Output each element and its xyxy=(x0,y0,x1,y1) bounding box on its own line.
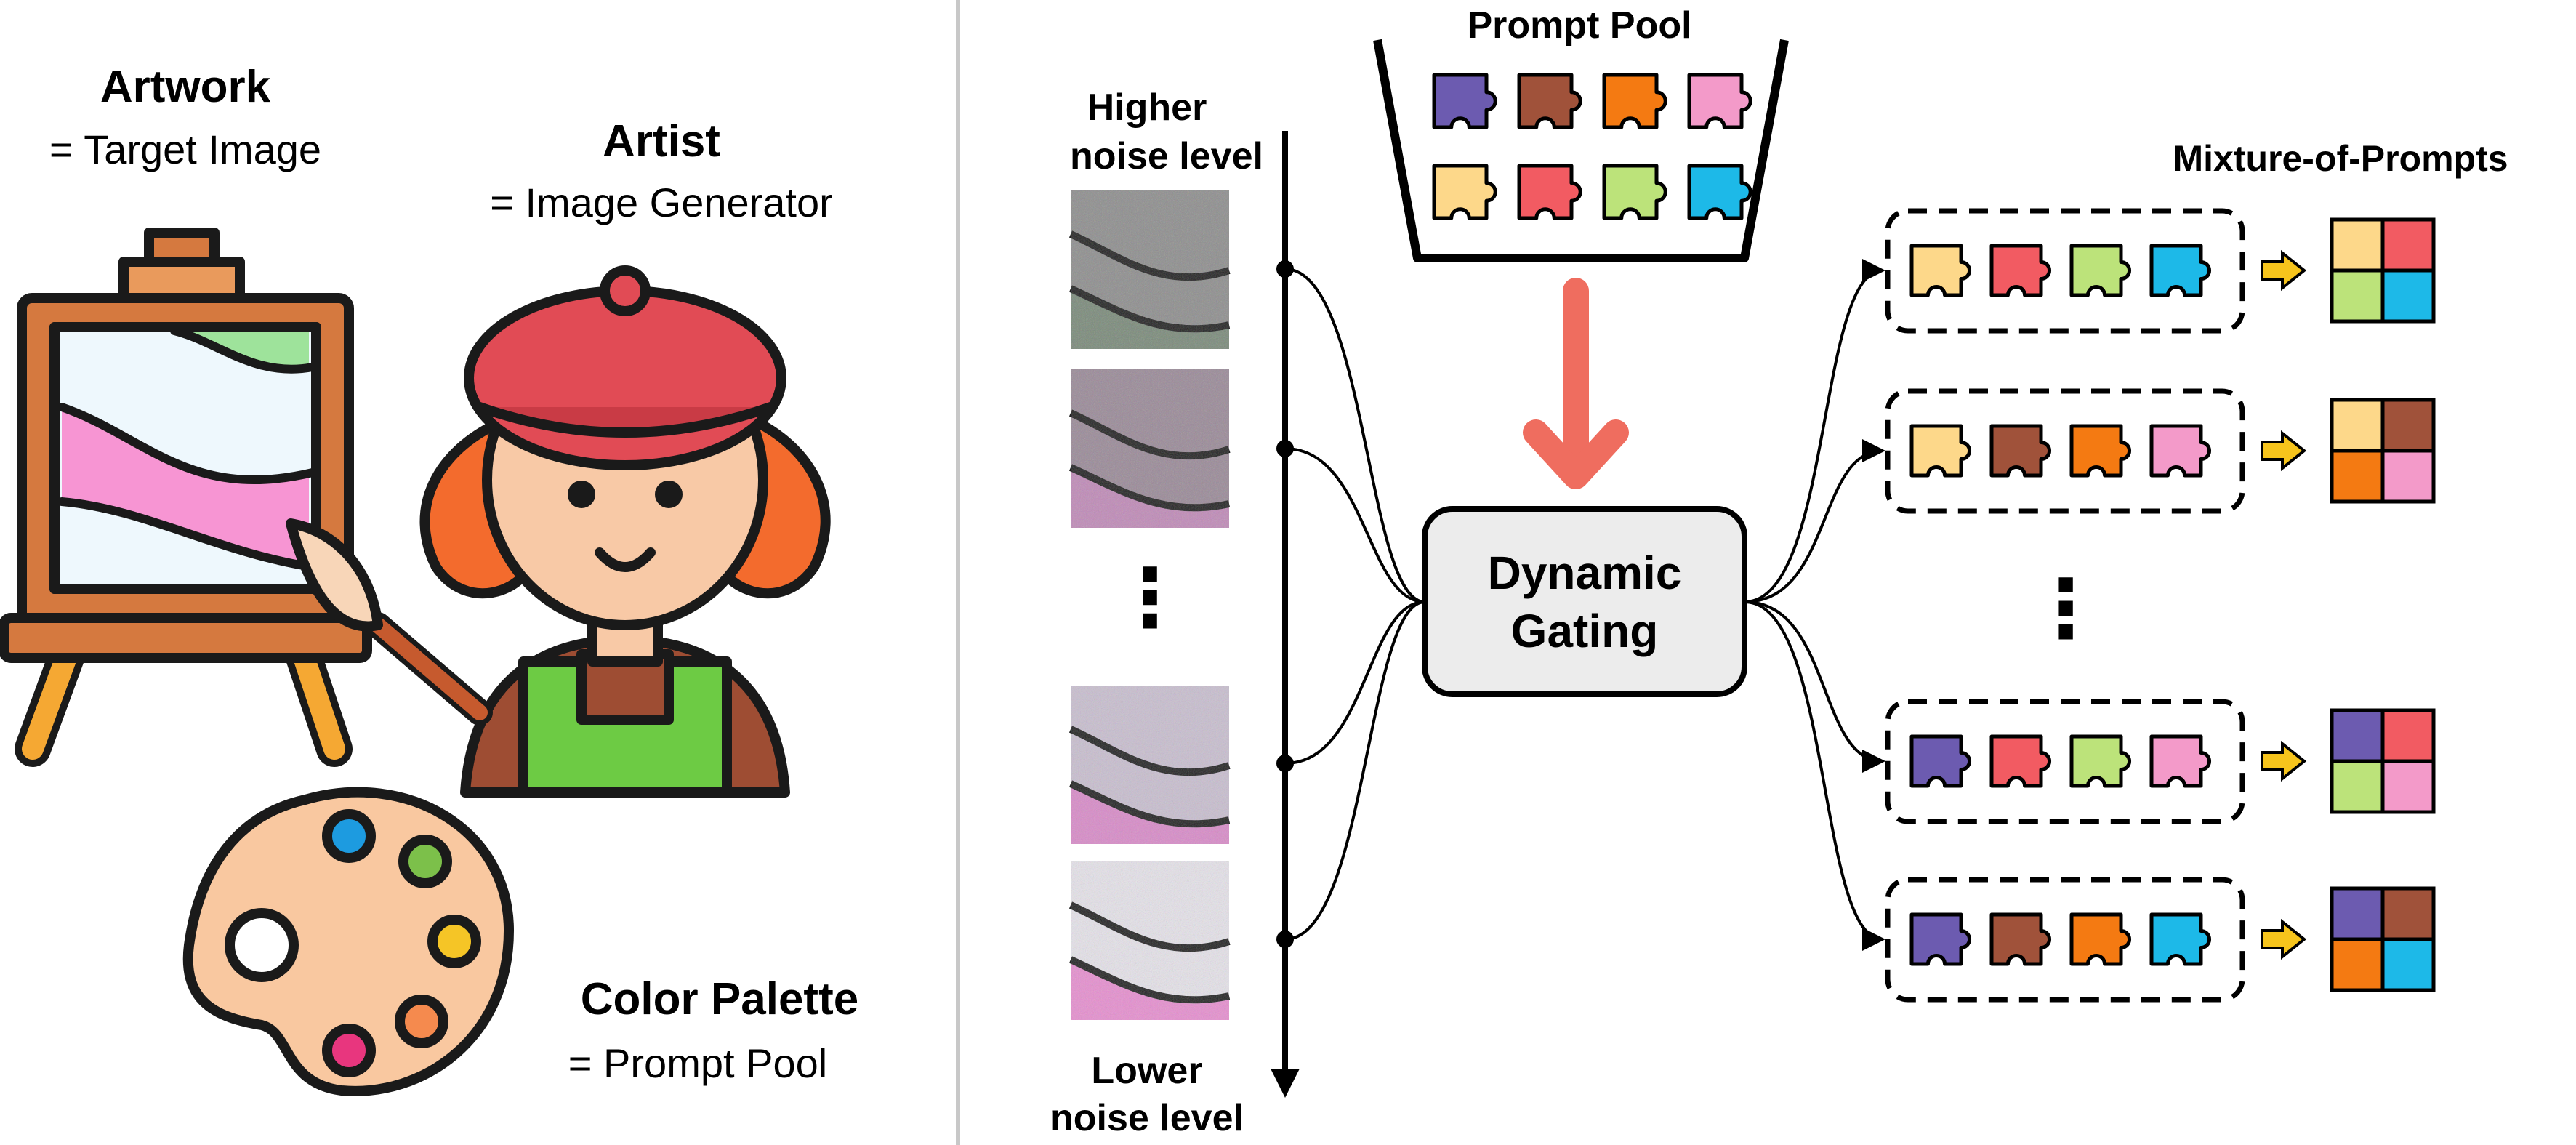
mixture-piece-cyan xyxy=(2149,912,2211,966)
mixture-piece-cyan xyxy=(2149,244,2211,297)
axis-connector xyxy=(1284,600,1425,941)
gating-connector xyxy=(1744,259,1885,603)
lower-noise-label-line1: Lower xyxy=(1091,1050,1202,1092)
pool-to-gating-arrow xyxy=(1523,278,1629,489)
left-panel: Artwork = Target Image Artist = Image Ge… xyxy=(0,62,858,1096)
easel-icon xyxy=(0,228,372,767)
composite-puzzle-icon xyxy=(2330,398,2436,504)
noise-ellipsis: ⋮ xyxy=(1110,553,1190,643)
noisy-image-tile xyxy=(1068,861,1231,1020)
palette-title: Color Palette xyxy=(581,974,858,1024)
gating-connector xyxy=(1744,600,1885,951)
selected-prompts-box xyxy=(1885,699,2245,824)
gating-to-mixture-arrows xyxy=(1744,259,1885,951)
mixture-piece-brown xyxy=(1989,424,2051,478)
combine-arrow-icon xyxy=(2261,430,2307,472)
mixture-piece-green xyxy=(2069,244,2131,297)
composite-puzzle-icon xyxy=(2330,886,2436,992)
mixture-piece-red xyxy=(1989,244,2051,297)
mixture-piece-pink xyxy=(2149,734,2211,788)
dynamic-gating-box xyxy=(1422,506,1747,697)
mixture-piece-yellow xyxy=(1909,424,1971,478)
gating-connector xyxy=(1744,600,1885,773)
prompt-pool-bucket xyxy=(1373,39,1789,262)
mixture-piece-yellow xyxy=(1909,244,1971,297)
composite-puzzle-icon xyxy=(2330,217,2436,324)
gating-connector xyxy=(1744,439,1885,603)
noisy-image-tile xyxy=(1068,686,1231,844)
combine-arrow-icon xyxy=(2261,918,2307,960)
mixture-ellipsis: ⋮ xyxy=(2026,564,2106,654)
pool-piece-yellow xyxy=(1432,164,1497,220)
noisy-image-tile xyxy=(1068,369,1231,528)
pool-piece-brown xyxy=(1517,73,1582,129)
prompt-pool-pieces xyxy=(1432,73,1752,220)
artist-title: Artist xyxy=(603,116,720,166)
lower-noise-label-line2: noise level xyxy=(1050,1097,1244,1139)
right-panel: Higher noise level Lower noise level ⋮ P… xyxy=(1050,4,2508,1139)
prompt-pool-title: Prompt Pool xyxy=(1467,4,1691,47)
mixture-piece-orange xyxy=(2069,912,2131,966)
higher-noise-label-line2: noise level xyxy=(1070,135,1263,177)
mixture-piece-orange xyxy=(2069,424,2131,478)
selected-prompts-box xyxy=(1885,877,2245,1003)
mixture-piece-brown xyxy=(1989,912,2051,966)
mixture-piece-purple xyxy=(1909,912,1971,966)
palette-icon xyxy=(182,787,515,1096)
mixture-rows xyxy=(1885,208,2436,1003)
noise-axis-arrowhead xyxy=(1271,1069,1300,1098)
mixture-piece-purple xyxy=(1909,734,1971,788)
palette-subtitle: = Prompt Pool xyxy=(568,1040,827,1086)
pool-piece-pink xyxy=(1687,73,1752,129)
pool-piece-purple xyxy=(1432,73,1497,129)
mixture-row xyxy=(1885,208,2436,334)
mixture-row xyxy=(1885,877,2436,1003)
pool-piece-red xyxy=(1517,164,1582,220)
pool-piece-green xyxy=(1602,164,1667,220)
composite-puzzle-icon xyxy=(2330,708,2436,814)
mixture-row xyxy=(1885,699,2436,824)
gating-label-line1: Dynamic xyxy=(1488,547,1682,599)
noisy-image-tile xyxy=(1068,190,1231,349)
gating-label-line2: Gating xyxy=(1511,605,1659,657)
mixture-row xyxy=(1885,388,2436,514)
mixture-title: Mixture-of-Prompts xyxy=(2173,138,2508,179)
paintbrush-icon xyxy=(286,518,493,726)
combine-arrow-icon xyxy=(2261,740,2307,782)
combine-arrow-icon xyxy=(2261,249,2307,292)
mixture-piece-pink xyxy=(2149,424,2211,478)
pool-piece-orange xyxy=(1602,73,1667,129)
axis-connector xyxy=(1284,600,1425,765)
artwork-subtitle: = Target Image xyxy=(49,126,321,172)
mixture-piece-green xyxy=(2069,734,2131,788)
axis-connector xyxy=(1284,268,1425,603)
axis-to-gating-connectors xyxy=(1276,260,1425,948)
noisy-image-stack xyxy=(1068,190,1231,1020)
artist-icon xyxy=(419,265,831,798)
higher-noise-label-line1: Higher xyxy=(1087,87,1207,129)
selected-prompts-box xyxy=(1885,388,2245,514)
pool-piece-cyan xyxy=(1687,164,1752,220)
axis-connector xyxy=(1284,447,1425,603)
mixture-piece-red xyxy=(1989,734,2051,788)
selected-prompts-box xyxy=(1885,208,2245,334)
artwork-title: Artwork xyxy=(100,62,271,112)
artist-subtitle: = Image Generator xyxy=(490,180,833,225)
